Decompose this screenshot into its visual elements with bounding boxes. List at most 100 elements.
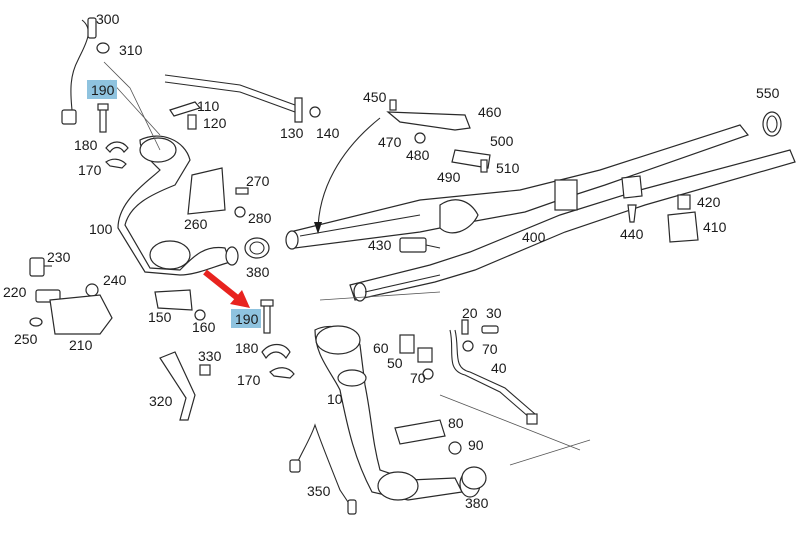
rear-exhaust-pipe-400[interactable] (285, 124, 796, 302)
heat-shield-150[interactable] (154, 289, 193, 311)
callout-220[interactable]: 220 (3, 284, 27, 300)
callout-160[interactable]: 160 (192, 319, 216, 335)
clamp-550[interactable] (762, 111, 782, 137)
bolt-510[interactable] (480, 159, 488, 173)
callout-480[interactable]: 480 (406, 147, 430, 163)
clip-330[interactable] (199, 364, 211, 376)
callout-190-upper[interactable]: 190 (91, 82, 115, 98)
callout-380-upper[interactable]: 380 (246, 264, 270, 280)
hanger-bracket[interactable] (621, 175, 643, 199)
clamp-170-lower[interactable] (269, 367, 295, 379)
bracket-60[interactable] (399, 334, 415, 354)
callout-550[interactable]: 550 (756, 85, 780, 101)
callout-240[interactable]: 240 (103, 272, 127, 288)
oxygen-sensor-350[interactable] (289, 423, 357, 515)
callout-350[interactable]: 350 (307, 483, 331, 499)
nut-160[interactable] (194, 309, 206, 321)
heat-shield-260[interactable] (187, 167, 226, 215)
callout-170-upper[interactable]: 170 (78, 162, 102, 178)
catalytic-converter-100[interactable] (117, 135, 239, 276)
bolt-190-upper[interactable] (97, 103, 109, 133)
callout-150[interactable]: 150 (148, 309, 172, 325)
callout-440[interactable]: 440 (620, 226, 644, 242)
clamp-180-upper[interactable] (105, 141, 129, 153)
clamp-380-lower[interactable] (461, 466, 487, 490)
bolt-440[interactable] (627, 204, 637, 223)
callout-320[interactable]: 320 (149, 393, 173, 409)
module-210[interactable] (49, 294, 113, 335)
bolt-20[interactable] (461, 319, 469, 335)
nut-240[interactable] (85, 283, 99, 297)
callout-180-upper[interactable]: 180 (74, 137, 98, 153)
callout-140[interactable]: 140 (316, 125, 340, 141)
callout-280[interactable]: 280 (248, 210, 272, 226)
callout-190-lower[interactable]: 190 (235, 311, 259, 327)
callout-310[interactable]: 310 (119, 42, 143, 58)
callout-50[interactable]: 50 (387, 355, 403, 371)
clamp-180-lower[interactable] (261, 343, 291, 360)
pipe-40[interactable] (449, 329, 538, 425)
callout-70-right[interactable]: 70 (482, 341, 498, 357)
callout-420[interactable]: 420 (697, 194, 721, 210)
callout-450[interactable]: 450 (363, 89, 387, 105)
callout-110[interactable]: 110 (197, 98, 220, 114)
callout-380-lower[interactable]: 380 (465, 495, 489, 511)
nut-280[interactable] (234, 206, 246, 218)
callout-30[interactable]: 30 (486, 305, 502, 321)
callout-400[interactable]: 400 (522, 229, 546, 245)
grommet-310[interactable] (96, 42, 110, 54)
nut-140[interactable] (309, 106, 321, 118)
bracket-320[interactable] (159, 351, 196, 421)
sensor-430[interactable] (399, 237, 441, 253)
callout-260[interactable]: 260 (184, 216, 208, 232)
clip-50[interactable] (417, 347, 433, 363)
bolt-270[interactable] (235, 187, 249, 195)
callout-250[interactable]: 250 (14, 331, 38, 347)
callout-330[interactable]: 330 (198, 348, 222, 364)
callout-500[interactable]: 500 (490, 133, 514, 149)
callout-410[interactable]: 410 (703, 219, 727, 235)
callout-180-lower[interactable]: 180 (235, 340, 259, 356)
callout-10[interactable]: 10 (327, 391, 343, 407)
bolt-120[interactable] (187, 114, 197, 130)
callout-270[interactable]: 270 (246, 173, 270, 189)
clamp-170-upper[interactable] (105, 158, 127, 169)
callout-230[interactable]: 230 (47, 249, 71, 265)
callout-60[interactable]: 60 (373, 340, 389, 356)
bracket-420[interactable] (677, 194, 691, 210)
nut-70-left[interactable] (422, 368, 434, 380)
oxygen-sensor-300[interactable] (61, 17, 97, 125)
pipe-support-110[interactable] (164, 74, 296, 113)
callout-510[interactable]: 510 (496, 160, 520, 176)
callout-460[interactable]: 460 (478, 104, 502, 120)
ring-250[interactable] (29, 317, 43, 327)
sensor-230[interactable] (29, 257, 52, 277)
callout-120[interactable]: 120 (203, 115, 227, 131)
bracket-130[interactable] (294, 97, 303, 123)
nut-70-right[interactable] (462, 340, 474, 352)
callout-470[interactable]: 470 (378, 134, 402, 150)
catalytic-converter-10[interactable] (314, 325, 481, 501)
bracket-110[interactable] (169, 101, 202, 117)
clamp-380-upper[interactable] (244, 237, 270, 259)
callout-90[interactable]: 90 (468, 437, 484, 453)
callout-210[interactable]: 210 (69, 337, 93, 353)
bolt-450[interactable] (389, 99, 397, 111)
callout-170-lower[interactable]: 170 (237, 372, 261, 388)
bracket-80[interactable] (394, 419, 446, 445)
callout-100[interactable]: 100 (89, 221, 113, 237)
callout-490[interactable]: 490 (437, 169, 461, 185)
bolt-190-lower[interactable] (260, 299, 274, 334)
nut-480[interactable] (414, 132, 426, 144)
callout-80[interactable]: 80 (448, 415, 464, 431)
bracket-460[interactable] (386, 111, 471, 131)
nut-90[interactable] (448, 441, 462, 455)
callout-130[interactable]: 130 (280, 125, 304, 141)
callout-70-left[interactable]: 70 (410, 370, 426, 386)
callout-40[interactable]: 40 (491, 360, 507, 376)
callout-430[interactable]: 430 (368, 237, 392, 253)
mount-410[interactable] (667, 211, 699, 243)
callout-20[interactable]: 20 (462, 305, 478, 321)
callout-300[interactable]: 300 (96, 11, 120, 27)
bolt-30[interactable] (481, 325, 499, 334)
